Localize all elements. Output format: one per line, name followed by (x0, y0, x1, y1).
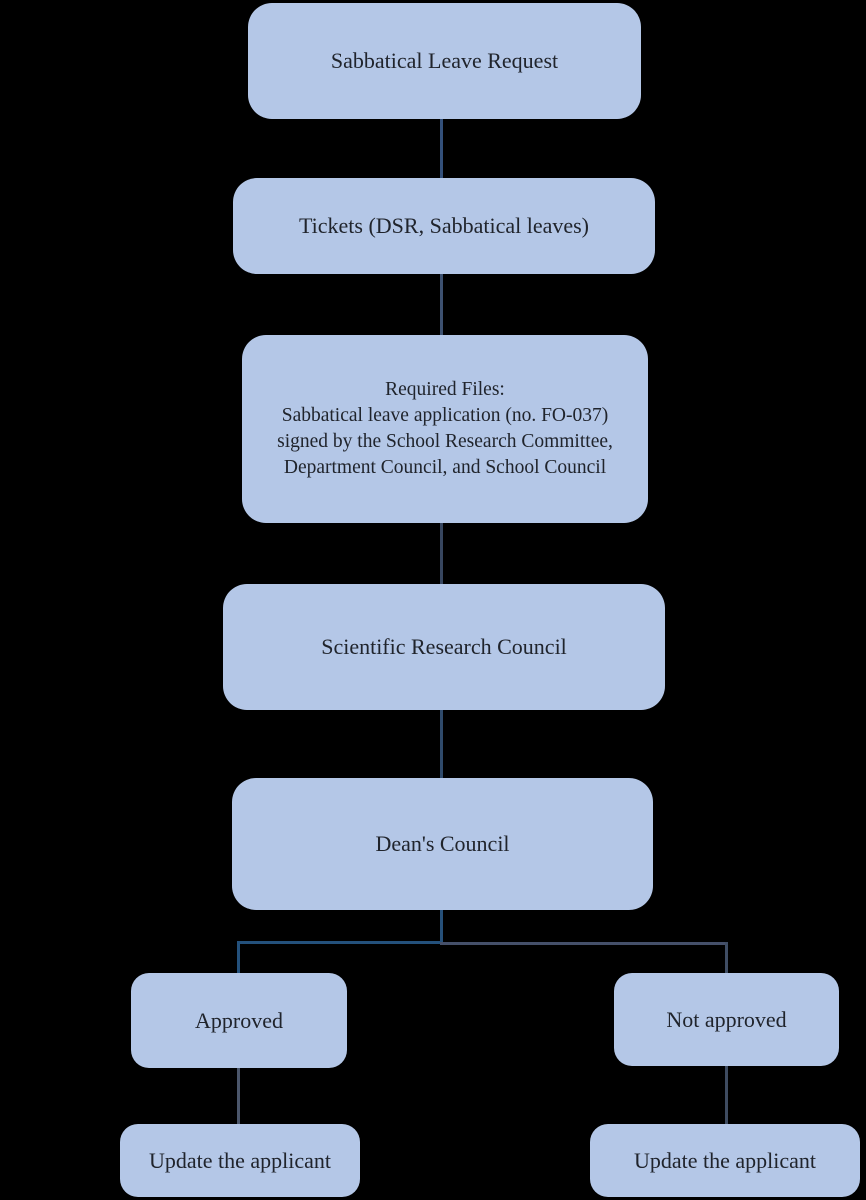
node-update-applicant-right: Update the applicant (590, 1124, 860, 1197)
node-label-line: Department Council, and School Council (283, 457, 607, 478)
node-label: Not approved (666, 1006, 787, 1032)
connector-branch-right-horizontal (440, 942, 728, 945)
connector-src-to-deans (440, 709, 443, 779)
node-tickets: Tickets (DSR, Sabbatical leaves) (233, 178, 655, 274)
connector-branch-to-approved (237, 941, 240, 974)
node-label-line: Required Files: (385, 379, 505, 400)
node-label: Dean's Council (375, 831, 510, 857)
node-scientific-research-council: Scientific Research Council (223, 584, 665, 710)
connector-approved-to-update (237, 1067, 240, 1125)
node-label: Update the applicant (633, 1147, 817, 1173)
node-required-files: Required Files: Sabbatical leave applica… (242, 335, 648, 523)
node-deans-council: Dean's Council (232, 778, 653, 910)
connector-tickets-to-required-files (440, 273, 443, 336)
connector-start-to-tickets (440, 117, 443, 179)
node-approved: Approved (131, 973, 347, 1068)
connector-branch-to-not-approved (725, 942, 728, 974)
connector-required-files-to-src (440, 522, 443, 585)
node-label: Scientific Research Council (321, 634, 567, 660)
connector-branch-left-horizontal (237, 941, 443, 944)
node-label: Update the applicant (148, 1147, 332, 1173)
node-label: Tickets (DSR, Sabbatical leaves) (298, 213, 590, 239)
node-label-line: signed by the School Research Committee, (277, 431, 613, 452)
connector-deans-branch-stem (440, 909, 443, 944)
connector-not-approved-to-update (725, 1063, 728, 1125)
node-update-applicant-left: Update the applicant (120, 1124, 360, 1197)
node-sabbatical-leave-request: Sabbatical Leave Request (248, 3, 641, 119)
node-not-approved: Not approved (614, 973, 839, 1066)
node-label: Approved (195, 1007, 283, 1033)
node-label-line: Sabbatical leave application (no. FO-037… (281, 405, 609, 426)
node-label: Sabbatical Leave Request (330, 48, 559, 74)
